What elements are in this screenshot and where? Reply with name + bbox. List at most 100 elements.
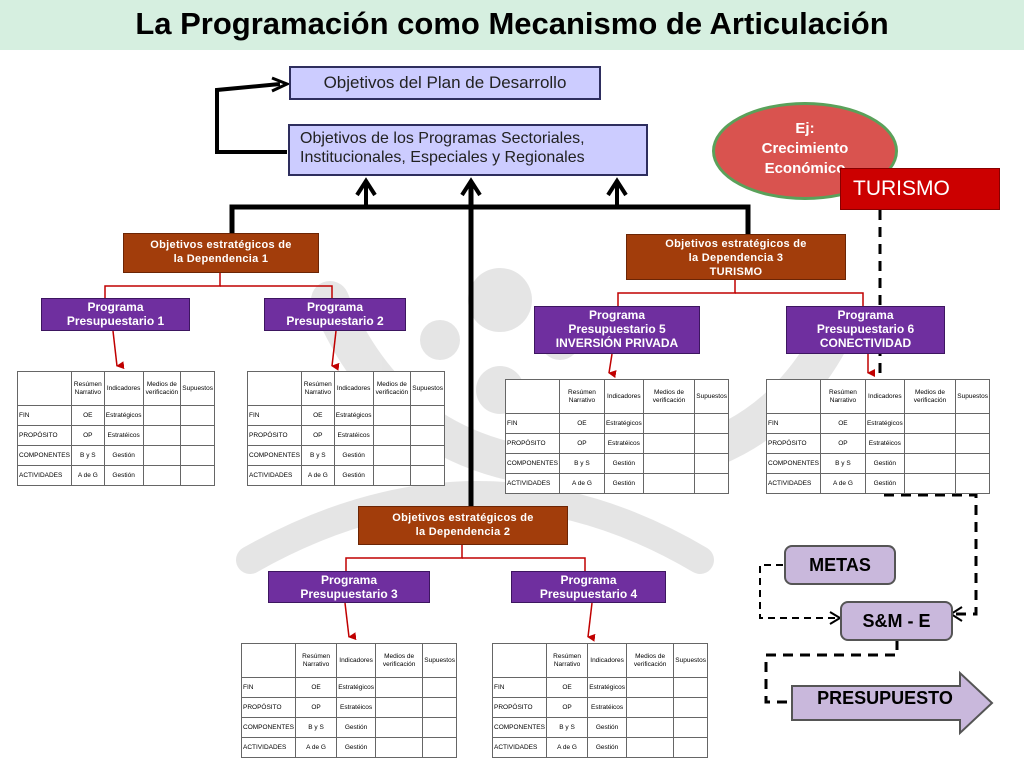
- matrix-row-componentes: COMPONENTES: [492, 717, 547, 738]
- matrix-cell: OP: [294, 697, 338, 718]
- matrix-header-empty: [505, 379, 560, 414]
- matrix-row-proposito: PROPÓSITO: [17, 425, 72, 446]
- matrix-cell: B y S: [545, 717, 589, 738]
- matrix-cell: Estratégicos: [603, 413, 644, 434]
- dep1-line2: la Dependencia 1: [173, 253, 269, 265]
- matrix-header-empty: [766, 379, 821, 414]
- matrix-header-indicadores: Indicadores: [864, 379, 905, 414]
- matrix-row-fin: FIN: [766, 413, 821, 434]
- matrix-header-resumen: Resúmen Narrativo: [300, 371, 335, 406]
- matrix-cell: OE: [294, 677, 338, 698]
- matrix-header-medios: Medios de verificación: [903, 379, 957, 414]
- matrix-cell: OE: [545, 677, 589, 698]
- prog3-line2: Presupuestario 3: [300, 587, 398, 601]
- matrix-cell: Estratéicos: [864, 433, 905, 454]
- matrix-cell: Estratéicos: [333, 425, 374, 446]
- prog2-line1: Programa: [306, 300, 364, 314]
- matrix-cell: Estratéicos: [336, 697, 376, 718]
- matrix-cell: Gestión: [587, 737, 627, 758]
- matrix-header-empty: [492, 643, 547, 678]
- matrix-row-actividades: ACTIVIDADES: [241, 737, 296, 758]
- ellipse-line1: Ej:: [795, 120, 815, 137]
- prog3-line1: Programa: [320, 573, 378, 587]
- ellipse-line3: Económico: [764, 160, 846, 177]
- matrix-cell: Gestión: [336, 717, 376, 738]
- matrix-row-fin: FIN: [492, 677, 547, 698]
- matrix-cell: OP: [70, 425, 105, 446]
- programa-6-box: Programa Presupuestario 6 CONECTIVIDAD: [786, 306, 945, 354]
- matrix-cell: OP: [300, 425, 335, 446]
- matrix-header-supuestos: Supuestos: [673, 643, 708, 678]
- prog6-line1: Programa: [837, 308, 894, 322]
- matrix-row-actividades: ACTIVIDADES: [492, 737, 547, 758]
- matrix-cell: Gestión: [333, 465, 374, 486]
- matrix-cell: OE: [819, 413, 866, 434]
- programa-1-box: Programa Presupuestario 1: [41, 298, 190, 331]
- prog6-line3: CONECTIVIDAD: [819, 336, 912, 350]
- prog2-line2: Presupuestario 2: [286, 314, 384, 328]
- matrix-header-indicadores: Indicadores: [103, 371, 144, 406]
- matrix-header-supuestos: Supuestos: [694, 379, 729, 414]
- matrix-cell: OE: [558, 413, 605, 434]
- matrix-cell: A de G: [819, 473, 866, 494]
- matrix-cell: A de G: [70, 465, 105, 486]
- matrix-cell: Estratégicos: [587, 677, 627, 698]
- matrix-cell: Gestión: [587, 717, 627, 738]
- dep2-line1: Objetivos estratégicos de: [392, 512, 534, 524]
- programas-sectoriales-box: Objetivos de los Programas Sectoriales, …: [288, 124, 648, 176]
- matrix-row-proposito: PROPÓSITO: [505, 433, 560, 454]
- matrix-header-medios: Medios de verificación: [374, 643, 424, 678]
- sme-box: S&M - E: [840, 601, 953, 641]
- matrix-row-fin: FIN: [247, 405, 302, 426]
- matrix-cell: Gestión: [103, 445, 144, 466]
- matrix-header-indicadores: Indicadores: [333, 371, 374, 406]
- matrix-row-actividades: ACTIVIDADES: [17, 465, 72, 486]
- matrix-header-supuestos: Supuestos: [410, 371, 445, 406]
- slide-title: La Programación como Mecanismo de Articu…: [135, 6, 889, 41]
- matrix-header-medios: Medios de verificación: [642, 379, 696, 414]
- presupuesto-arrow-shape: [791, 670, 994, 736]
- matrix-row-fin: FIN: [241, 677, 296, 698]
- matrix-cell: OP: [819, 433, 866, 454]
- matrix-row-fin: FIN: [17, 405, 72, 426]
- matrix-cell: A de G: [294, 737, 338, 758]
- matrix-header-supuestos: Supuestos: [422, 643, 457, 678]
- matrix-cell: Gestión: [103, 465, 144, 486]
- matrix-cell: OP: [558, 433, 605, 454]
- matrix-cell: Estratégicos: [333, 405, 374, 426]
- matrix-cell: Gestión: [864, 453, 905, 474]
- matrix-cell: A de G: [300, 465, 335, 486]
- programa-3-box: Programa Presupuestario 3: [268, 571, 430, 603]
- matrix-header-empty: [241, 643, 296, 678]
- matrix-header-resumen: Resúmen Narrativo: [294, 643, 338, 678]
- matrix-cell: Gestión: [603, 473, 644, 494]
- programa-5-box: Programa Presupuestario 5 INVERSIÓN PRIV…: [534, 306, 700, 354]
- prog6-line2: Presupuestario 6: [816, 322, 915, 336]
- prog1-line1: Programa: [87, 300, 144, 314]
- matrix-row-componentes: COMPONENTES: [766, 453, 821, 474]
- matrix-cell: OE: [300, 405, 335, 426]
- matrix-header-medios: Medios de verificación: [372, 371, 412, 406]
- matrix-header-resumen: Resúmen Narrativo: [545, 643, 589, 678]
- matrix-cell: Estratégicos: [103, 405, 144, 426]
- matrix-header-resumen: Resúmen Narrativo: [819, 379, 866, 414]
- programa-4-box: Programa Presupuestario 4: [511, 571, 666, 603]
- matrix-cell: A de G: [558, 473, 605, 494]
- matrix-cell: Gestión: [603, 453, 644, 474]
- matrix-cell: Estratégicos: [864, 413, 905, 434]
- matrix-cell: Gestión: [336, 737, 376, 758]
- matrix-cell: Estratéicos: [603, 433, 644, 454]
- programa-2-box: Programa Presupuestario 2: [264, 298, 406, 331]
- prog5-line3: INVERSIÓN PRIVADA: [555, 336, 679, 350]
- matrix-cell: OP: [545, 697, 589, 718]
- matrix-header-supuestos: Supuestos: [180, 371, 215, 406]
- matrix-header-empty: [17, 371, 72, 406]
- matrix-row-componentes: COMPONENTES: [17, 445, 72, 466]
- matrix-header-indicadores: Indicadores: [336, 643, 376, 678]
- matrix-row-proposito: PROPÓSITO: [247, 425, 302, 446]
- matrix-header-medios: Medios de verificación: [625, 643, 675, 678]
- ellipse-line2: Crecimiento: [761, 140, 849, 157]
- matrix-cell: B y S: [819, 453, 866, 474]
